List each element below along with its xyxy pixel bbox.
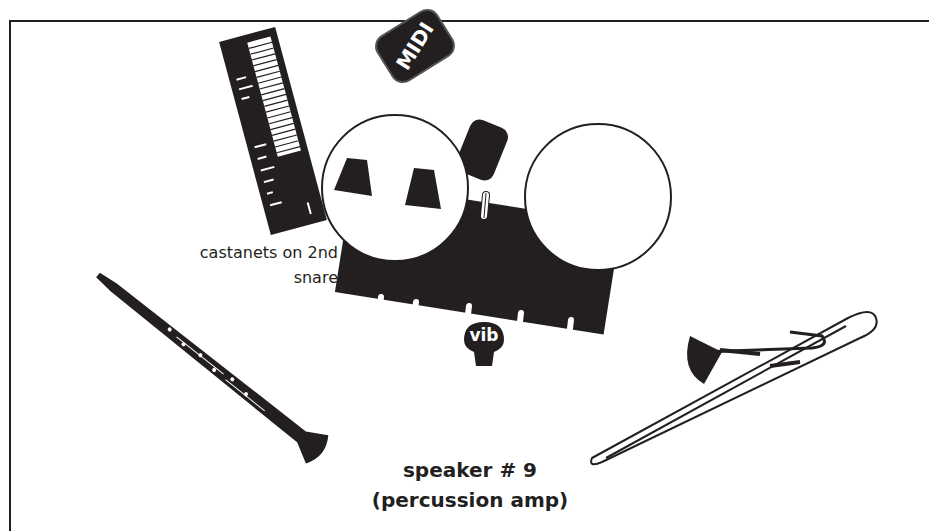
castanet (405, 168, 441, 209)
node-label: vib (464, 322, 504, 348)
vib-pedal: vib (464, 322, 504, 366)
trombone (591, 312, 877, 464)
clarinet (87, 261, 333, 467)
keyboard (219, 27, 327, 235)
stage-border (10, 21, 929, 531)
vibraphone-bars (378, 195, 571, 345)
speaker-label: speaker # 9 (percussion amp) (340, 455, 600, 515)
snare-drum (322, 115, 468, 261)
node-label: MIDI (374, 3, 455, 90)
snare-drum (525, 124, 671, 270)
midi-pad: MIDI (372, 5, 459, 86)
castanet (334, 158, 372, 196)
note-text: castanets on 2nd snare (190, 240, 338, 290)
